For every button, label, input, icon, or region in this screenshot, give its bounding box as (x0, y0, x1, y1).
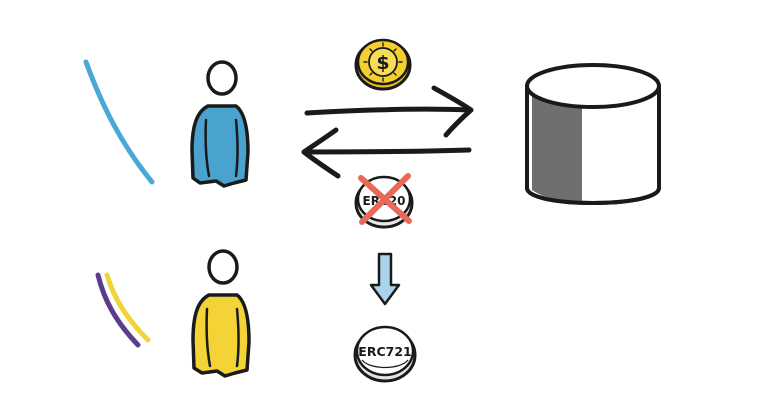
yellow-person-body (191, 293, 251, 378)
dollar-coin-icon: $ (354, 38, 412, 91)
blue-person-head (206, 60, 238, 96)
cylinder-top (525, 63, 661, 109)
blue-swoosh (83, 59, 155, 185)
down-arrow-icon (369, 252, 401, 306)
yellow-swoosh (104, 272, 151, 343)
cylinder-shade (532, 92, 582, 203)
database-cylinder-icon (525, 63, 661, 205)
cross-icon (358, 173, 412, 225)
blue-person-icon (190, 60, 250, 188)
yellow-person-head (207, 249, 239, 285)
arrow-left-icon (301, 127, 472, 179)
erc721-label: ERC721 (358, 344, 411, 359)
purple-swoosh (95, 272, 141, 348)
dollar-symbol: $ (376, 52, 389, 74)
yellow-person-icon (191, 249, 251, 378)
arrow-right-icon (304, 85, 474, 138)
blue-person-body (190, 104, 250, 188)
erc721-token-icon: ERC721 (353, 325, 417, 383)
